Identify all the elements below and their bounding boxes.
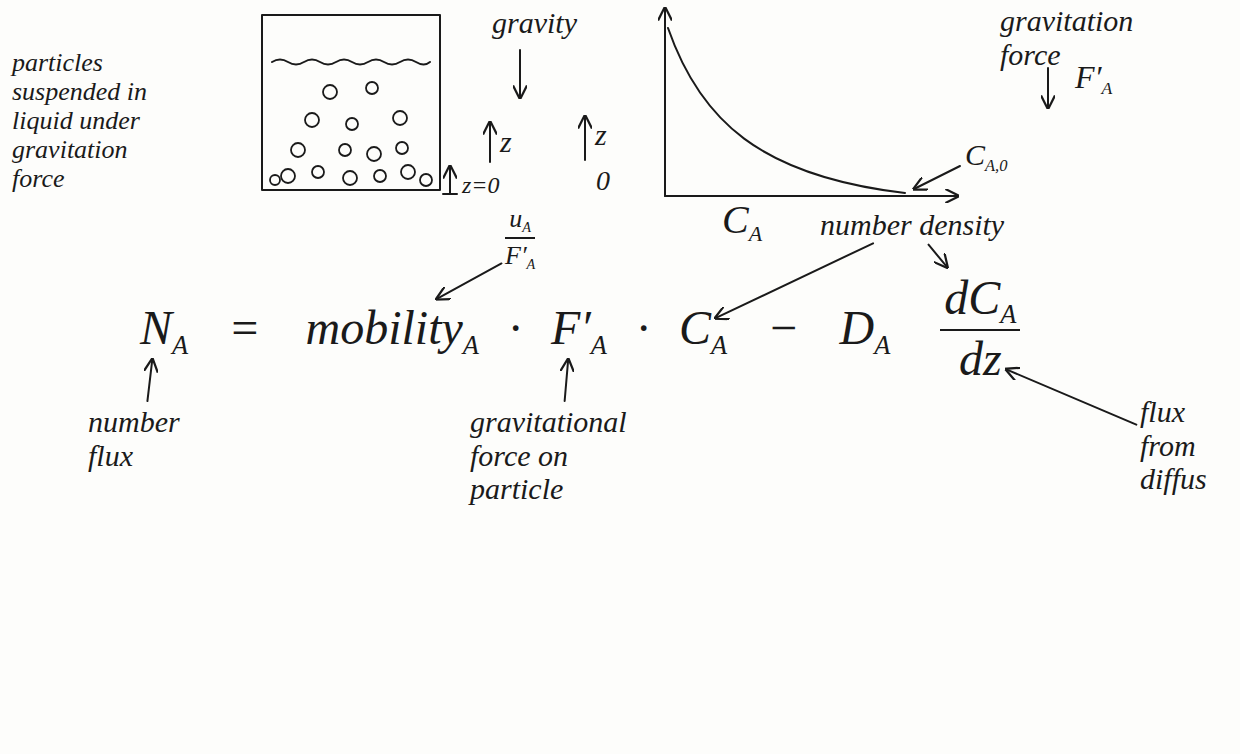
axis-label: 0 xyxy=(596,165,610,196)
axis-label: z xyxy=(595,118,607,152)
annotation-text: number density xyxy=(820,208,1004,242)
leader-arrow xyxy=(1006,369,1136,424)
derivative: dCAdz xyxy=(940,272,1020,386)
numerator: dCA xyxy=(940,272,1020,331)
annotation-text: number flux xyxy=(88,405,198,472)
symbol: N xyxy=(140,301,172,354)
numerator: uA xyxy=(505,204,535,239)
symbol: dC xyxy=(944,271,1000,324)
note-text: particles suspended in liquid under grav… xyxy=(12,48,162,194)
particle xyxy=(305,113,319,127)
symbol: dz xyxy=(959,332,1002,385)
denominator: dz xyxy=(959,331,1002,386)
force-label: gravity xyxy=(492,6,577,40)
symbol: F′ xyxy=(551,301,591,354)
operator: · xyxy=(509,301,521,354)
particle xyxy=(396,142,408,154)
axis-title: CA xyxy=(722,198,762,243)
subscript: A xyxy=(874,331,890,360)
particle xyxy=(420,174,432,186)
symbol: mobility xyxy=(306,301,463,354)
particle xyxy=(323,85,337,99)
particle xyxy=(367,147,381,161)
particle xyxy=(401,165,415,179)
symbol: F′ xyxy=(505,241,527,270)
concentration-label: CA,0 xyxy=(965,138,1007,172)
x-axis xyxy=(665,195,958,197)
equation-term: DA xyxy=(839,302,890,355)
axis-label: z=0 xyxy=(462,172,500,199)
particle xyxy=(291,143,305,157)
equation-term: CA xyxy=(679,302,727,355)
equation-term: · xyxy=(509,302,521,355)
container-outline xyxy=(262,15,440,190)
symbol: C xyxy=(679,301,711,354)
subscript: A xyxy=(172,331,188,360)
symbol: F′ xyxy=(1075,59,1102,95)
particle xyxy=(343,171,357,185)
particle xyxy=(346,118,358,130)
subscript: A xyxy=(527,256,536,272)
particle xyxy=(270,175,280,185)
subscript: A,0 xyxy=(985,157,1007,175)
origin-tick xyxy=(443,193,457,195)
force-symbol: F′A xyxy=(1075,60,1112,96)
subscript: A xyxy=(1102,79,1113,99)
subscript: A xyxy=(522,219,531,235)
equation-term: dCAdz xyxy=(940,272,1020,386)
operator: · xyxy=(637,301,649,354)
equation-term: F′A xyxy=(551,302,607,355)
subscript: A xyxy=(711,331,727,360)
annotation-text: gravitational force on particle xyxy=(470,405,650,506)
z-arrow xyxy=(449,166,451,194)
force-arrow xyxy=(1047,68,1049,108)
particle xyxy=(374,170,386,182)
mobility-fraction: uAF′A xyxy=(505,204,535,270)
equation-term: − xyxy=(767,302,799,355)
liquid-surface xyxy=(272,60,430,65)
subscript: A xyxy=(591,331,607,360)
operator: = xyxy=(228,301,260,354)
symbol: u xyxy=(509,204,522,233)
equation-term: mobilityA xyxy=(306,302,479,355)
leader-arrow xyxy=(929,245,948,267)
concentration-curve xyxy=(668,28,905,193)
subscript: A xyxy=(463,331,479,360)
y-axis xyxy=(664,8,666,196)
symbol: C xyxy=(722,197,749,242)
leader-arrow xyxy=(147,359,152,401)
subscript: A xyxy=(749,222,762,247)
equation-term: · xyxy=(637,302,649,355)
flux-equation: NA=mobilityA·F′A·CA−DAdCAdz xyxy=(140,272,1020,386)
leader-arrow xyxy=(437,263,502,299)
annotation-text: flux from diffus xyxy=(1140,395,1230,496)
denominator: F′A xyxy=(505,239,535,270)
particle xyxy=(339,144,351,156)
gravity-arrow xyxy=(519,50,521,98)
leader-line xyxy=(914,166,960,189)
operator: − xyxy=(767,301,799,354)
equation-term: = xyxy=(228,302,260,355)
equation-term: NA xyxy=(140,302,188,355)
particle xyxy=(281,169,295,183)
z-arrow xyxy=(584,116,586,160)
particle xyxy=(393,111,407,125)
symbol: C xyxy=(965,138,985,171)
symbol: D xyxy=(839,301,874,354)
z-arrow xyxy=(489,122,491,162)
leader-arrow xyxy=(565,359,569,401)
axis-label: z xyxy=(500,125,512,159)
particle xyxy=(366,82,378,94)
subscript: A xyxy=(1000,300,1016,329)
particle xyxy=(312,166,324,178)
